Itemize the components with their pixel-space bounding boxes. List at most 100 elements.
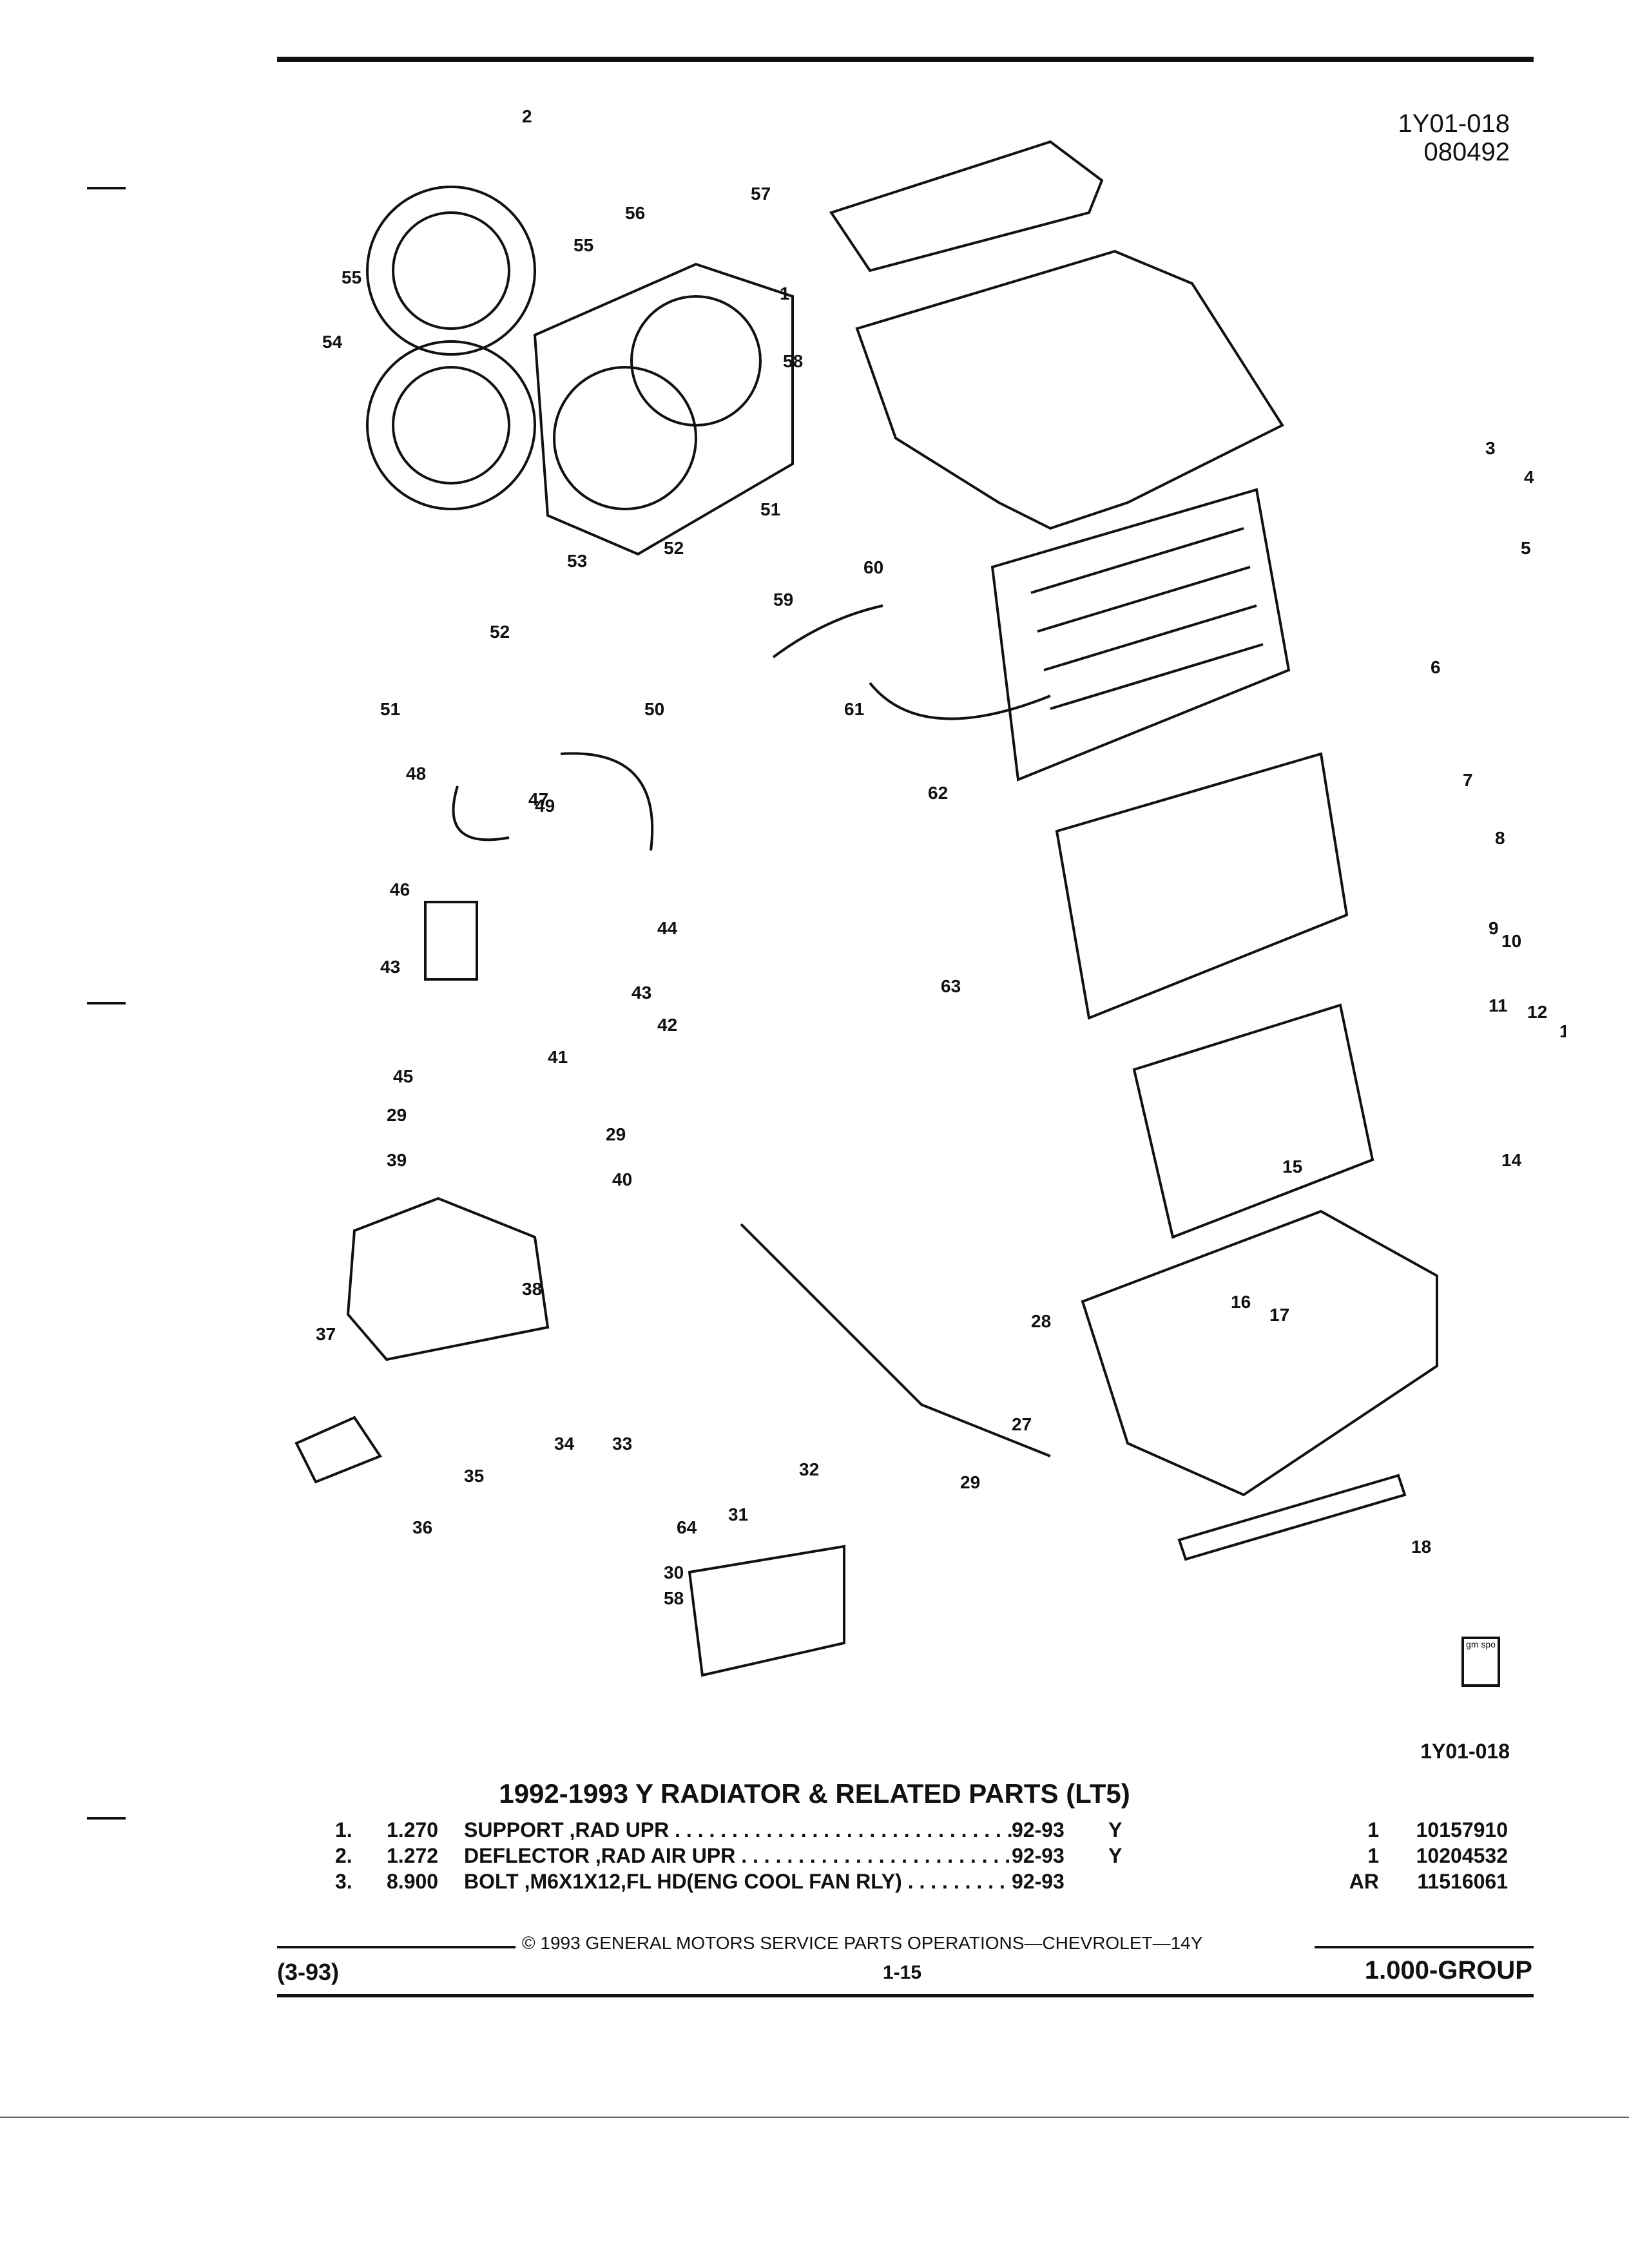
diagram-code-line1: 1Y01-018 <box>1398 110 1510 138</box>
svg-text:8: 8 <box>1495 828 1505 848</box>
svg-text:53: 53 <box>567 551 587 571</box>
margin-mark <box>87 1817 126 1820</box>
svg-text:15: 15 <box>1282 1157 1302 1177</box>
svg-text:6: 6 <box>1431 657 1441 677</box>
svg-text:43: 43 <box>631 983 651 1003</box>
svg-text:55: 55 <box>342 267 361 287</box>
hose-48 <box>452 785 510 841</box>
svg-text:33: 33 <box>612 1434 632 1454</box>
svg-text:52: 52 <box>490 622 510 642</box>
parts-row: 1. 1.270 SUPPORT ,RAD UPR . . . . . . . … <box>335 1817 1534 1843</box>
item-years: 92-93 <box>1012 1818 1065 1841</box>
diagram-svg: 2 1 3 4 5 6 7 8 9 10 11 12 13 14 15 16 1… <box>294 106 1579 1677</box>
svg-text:7: 7 <box>1463 770 1473 790</box>
desc-text: SUPPORT ,RAD UPR <box>464 1818 670 1841</box>
svg-text:5: 5 <box>1521 538 1531 558</box>
svg-text:18: 18 <box>1411 1537 1431 1557</box>
item-code: 1.272 <box>387 1843 439 1867</box>
footer-rule-right <box>1315 1946 1534 1948</box>
svg-text:31: 31 <box>728 1504 748 1524</box>
parts-list: 1. 1.270 SUPPORT ,RAD UPR . . . . . . . … <box>335 1817 1534 1894</box>
exploded-parts-diagram: 2 1 3 4 5 6 7 8 9 10 11 12 13 14 15 16 1… <box>277 103 1579 1714</box>
svg-text:43: 43 <box>380 957 400 977</box>
bottom-rule <box>277 1994 1534 1997</box>
radiator-upper-support <box>855 249 1284 530</box>
svg-text:59: 59 <box>773 590 793 610</box>
cooling-fan-lower <box>366 340 536 510</box>
item-series: Y <box>1108 1843 1123 1867</box>
copyright-notice: © 1993 GENERAL MOTORS SERVICE PARTS OPER… <box>522 1933 1203 1953</box>
svg-text:34: 34 <box>554 1434 575 1454</box>
dot-leader: . . . . . . . . . . . . . . . . . . . . … <box>741 1843 1012 1867</box>
item-part-number: 11516061 <box>1417 1869 1508 1893</box>
dot-leader: . . . . . . . . . . . . . . . . . . . . … <box>907 1869 1012 1893</box>
top-rule <box>277 57 1534 62</box>
hose-53 <box>772 604 883 658</box>
svg-text:55: 55 <box>574 235 593 255</box>
svg-text:1: 1 <box>780 284 790 303</box>
svg-text:2: 2 <box>522 106 532 126</box>
svg-text:36: 36 <box>412 1517 432 1537</box>
svg-text:52: 52 <box>664 538 684 558</box>
svg-text:41: 41 <box>548 1047 568 1067</box>
reservoir-30 <box>688 1544 845 1677</box>
svg-text:14: 14 <box>1501 1150 1522 1170</box>
diagram-code: 1Y01-018 080492 <box>1398 110 1510 166</box>
svg-text:42: 42 <box>657 1015 677 1035</box>
hose-32 <box>740 1223 1051 1457</box>
svg-text:48: 48 <box>406 764 426 783</box>
item-years: 92-93 <box>1012 1869 1065 1893</box>
svg-text:16: 16 <box>1231 1292 1251 1312</box>
item-code: 8.900 <box>387 1869 439 1893</box>
radiator <box>990 488 1291 782</box>
svg-text:12: 12 <box>1527 1002 1547 1022</box>
coolant-valve <box>424 901 478 981</box>
desc-text: BOLT ,M6X1X12,FL HD(ENG COOL FAN RLY) <box>464 1869 902 1893</box>
scan-line <box>0 2117 1629 2118</box>
svg-text:51: 51 <box>380 699 400 719</box>
gm-spo-logo: gm spo <box>1461 1637 1500 1687</box>
page-number: 1-15 <box>883 1962 922 1983</box>
svg-text:9: 9 <box>1489 918 1499 938</box>
svg-text:32: 32 <box>799 1459 819 1479</box>
item-number: 2. <box>335 1843 352 1867</box>
margin-mark <box>87 1002 126 1004</box>
svg-text:62: 62 <box>928 783 948 803</box>
item-description: DEFLECTOR ,RAD AIR UPR . . . . . . . . .… <box>464 1844 1012 1868</box>
svg-text:29: 29 <box>387 1105 407 1125</box>
item-number: 1. <box>335 1818 352 1841</box>
item-qty: 1 <box>1367 1818 1379 1841</box>
svg-text:3: 3 <box>1485 438 1496 458</box>
svg-text:28: 28 <box>1031 1311 1051 1331</box>
svg-text:35: 35 <box>464 1466 484 1486</box>
svg-text:27: 27 <box>1012 1414 1032 1434</box>
svg-text:51: 51 <box>760 499 780 519</box>
svg-text:11: 11 <box>1489 995 1508 1015</box>
item-part-number: 10204532 <box>1416 1843 1508 1867</box>
svg-text:30: 30 <box>664 1562 684 1582</box>
svg-text:45: 45 <box>393 1066 413 1086</box>
item-part-number: 10157910 <box>1416 1818 1508 1841</box>
svg-text:64: 64 <box>677 1517 697 1537</box>
hose-61 <box>869 682 1051 720</box>
svg-text:58: 58 <box>664 1588 684 1608</box>
svg-text:29: 29 <box>960 1472 980 1492</box>
svg-text:17: 17 <box>1269 1305 1289 1325</box>
svg-text:47: 47 <box>528 789 548 809</box>
item-number: 3. <box>335 1869 352 1893</box>
group-label: 1.000-GROUP <box>1364 1956 1532 1984</box>
lower-bar <box>1177 1474 1407 1561</box>
item-description: SUPPORT ,RAD UPR . . . . . . . . . . . .… <box>464 1818 1012 1842</box>
parts-row: 3. 8.900 BOLT ,M6X1X12,FL HD(ENG COOL FA… <box>335 1869 1534 1894</box>
item-qty: AR <box>1349 1869 1379 1893</box>
svg-text:61: 61 <box>844 699 864 719</box>
svg-text:29: 29 <box>606 1124 626 1144</box>
svg-text:60: 60 <box>863 557 883 577</box>
item-years: 92-93 <box>1012 1843 1065 1867</box>
item-code: 1.270 <box>387 1818 439 1841</box>
svg-text:40: 40 <box>612 1169 632 1189</box>
condenser <box>1055 752 1349 1020</box>
item-series: Y <box>1108 1818 1123 1841</box>
dot-leader: . . . . . . . . . . . . . . . . . . . . … <box>675 1818 1012 1841</box>
svg-text:4: 4 <box>1524 467 1534 487</box>
